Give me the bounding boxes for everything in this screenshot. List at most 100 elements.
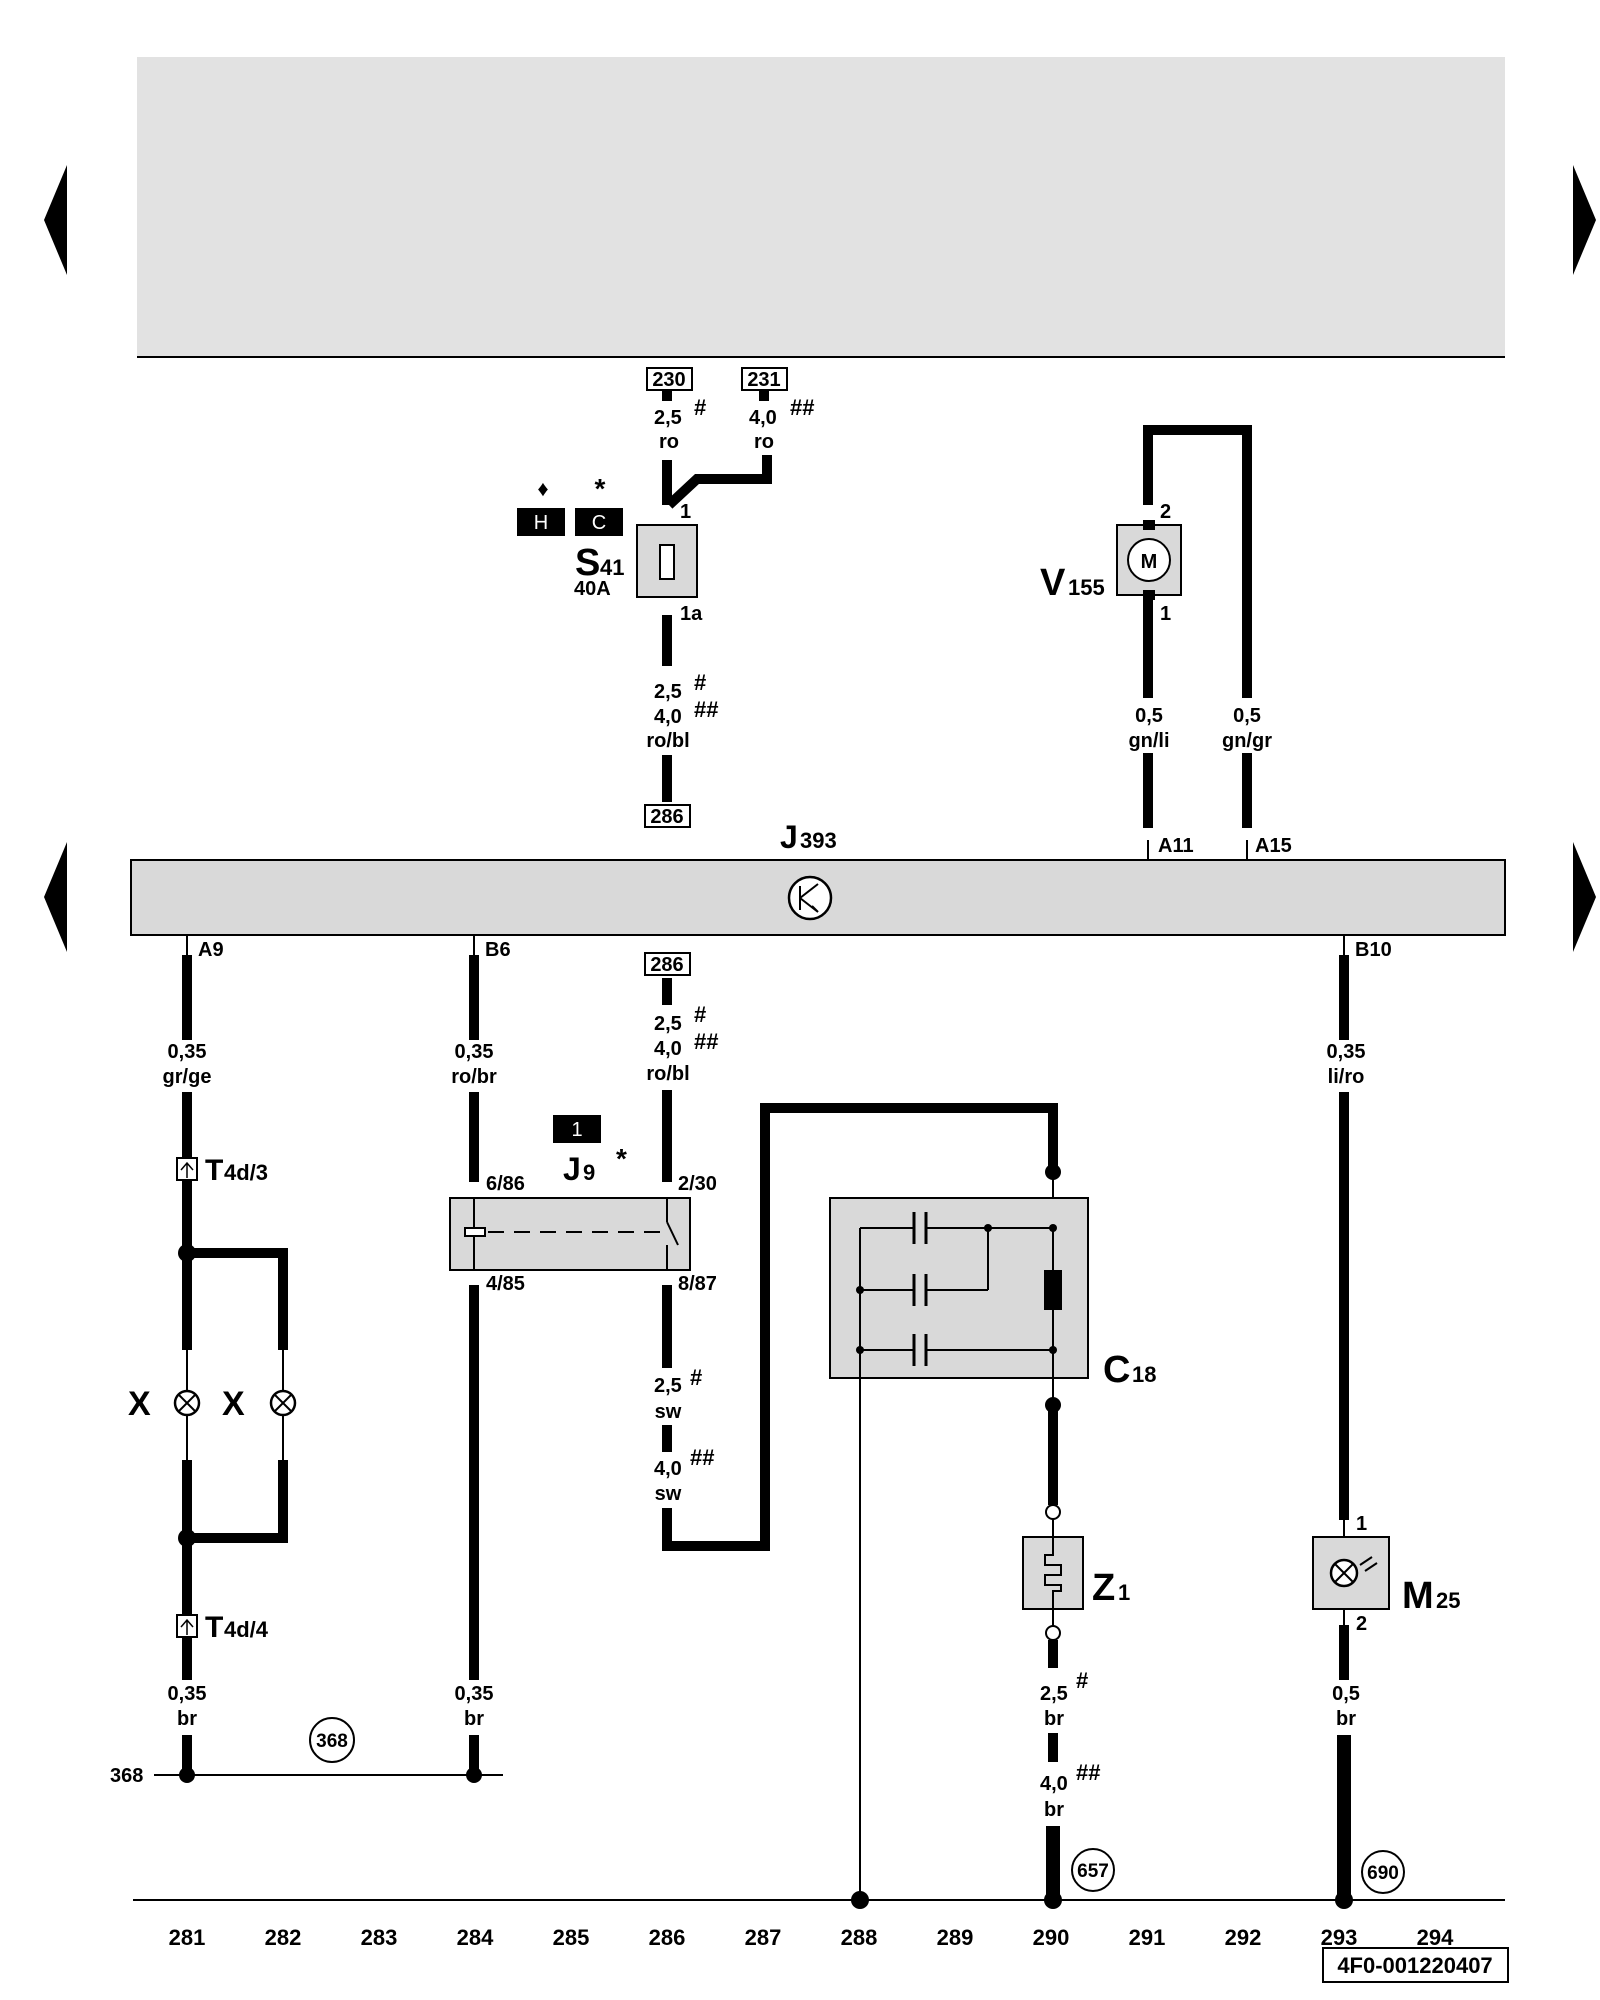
header-gray-area [137, 57, 1505, 357]
motor-icon [1127, 538, 1171, 582]
wire-286-color: ro/bl [646, 1063, 689, 1085]
ref-286-bottom-label: 286 [650, 954, 683, 976]
row-prev-arrow-icon[interactable] [44, 842, 67, 952]
wire-284-color: br [464, 1708, 484, 1730]
wire-z1b-color: br [1044, 1799, 1064, 1821]
pin-j9-485: 4/85 [486, 1273, 525, 1295]
column-number: 282 [265, 1925, 302, 1950]
wire-230-color: ro [659, 431, 679, 453]
wire-b6-size: 0,35 [455, 1041, 494, 1063]
ref-231-label: 231 [747, 369, 780, 391]
page-next-arrow-icon[interactable] [1573, 165, 1596, 275]
row-next-arrow-icon[interactable] [1573, 842, 1596, 952]
wire-v1-size: 0,5 [1135, 705, 1163, 727]
page-prev-arrow-icon[interactable] [44, 165, 67, 275]
wire-lamp-branch-top [187, 1248, 288, 1350]
wire-v1-color: gn/li [1128, 730, 1169, 752]
wire-m25-color: br [1336, 1708, 1356, 1730]
z1-top-terminal [1045, 1504, 1061, 1520]
wire-286-size1: 2,5 [654, 1013, 682, 1035]
lamp-x2-label: X [222, 1385, 245, 1423]
wire-231-stub [759, 391, 769, 401]
column-number: 286 [649, 1925, 686, 1950]
pin-j9-887: 8/87 [678, 1273, 717, 1295]
ref-circle-657 [1071, 1848, 1115, 1892]
pin-v155-1: 1 [1160, 603, 1171, 625]
badge-one [553, 1115, 601, 1143]
column-number: 292 [1225, 1925, 1262, 1950]
wire-230-size: 2,5 [654, 407, 682, 429]
j393-sub: 393 [800, 828, 837, 853]
wire-286-mark1: # [694, 1002, 706, 1027]
connector-t4d3-glyph [180, 1161, 194, 1178]
motor-v155-top-terminal [1143, 520, 1155, 530]
capacitor-plates [912, 1212, 928, 1366]
pin-v155-2: 2 [1160, 501, 1171, 523]
column-number: 281 [169, 1925, 206, 1950]
wire-j9a-color: sw [655, 1401, 682, 1423]
pin-a11: A11 [1158, 835, 1194, 857]
wire-z1a-mark: # [1076, 1668, 1088, 1693]
column-number: 288 [841, 1925, 878, 1950]
wire-230-stub [662, 391, 672, 401]
wire-j9a-mark: # [690, 1365, 702, 1390]
j393-letter: J [780, 819, 798, 855]
wire-j9b-size: 4,0 [654, 1458, 682, 1480]
wire-z1a-size: 2,5 [1040, 1683, 1068, 1705]
connector-t4d4-glyph [180, 1618, 194, 1635]
wire-z1b-size: 4,0 [1040, 1773, 1068, 1795]
ref-box-231 [741, 367, 788, 391]
pin-m25-1: 1 [1356, 1513, 1367, 1535]
s41-sub: 41 [600, 555, 624, 580]
ref-box-230 [646, 367, 693, 391]
badge-diamond: ♦ [537, 476, 548, 501]
motor-v155-bottom-terminal [1143, 590, 1155, 600]
wire-b10-color: li/ro [1328, 1066, 1365, 1088]
lamp-m25-cross [1334, 1563, 1354, 1583]
wire-s41-mark2: ## [694, 697, 718, 722]
t4d3-letter: T [205, 1154, 223, 1187]
wire-v155-label-bg [1115, 698, 1183, 753]
diagram-id-box [1322, 1947, 1509, 1983]
wire-231-size: 4,0 [749, 407, 777, 429]
wire-s41-color: ro/bl [646, 730, 689, 752]
m25-letter: M [1402, 1575, 1434, 1617]
pin-a15: A15 [1255, 835, 1292, 857]
pin-s41-1a: 1a [680, 603, 703, 625]
column-number: 287 [745, 1925, 782, 1950]
pin-j9-230: 2/30 [678, 1173, 717, 1195]
badge-star-j9: * [616, 1143, 627, 1174]
ref-box-286-top [644, 804, 691, 828]
junction-368-a [179, 1767, 195, 1783]
z1-sub: 1 [1118, 1580, 1130, 1605]
column-number: 289 [937, 1925, 974, 1950]
pin-b10: B10 [1355, 939, 1392, 961]
wire-s41-size1: 2,5 [654, 681, 682, 703]
junction-lamp-bottom [178, 1529, 196, 1547]
badge-star-s41: * [595, 473, 606, 504]
control-unit-icon [787, 875, 833, 921]
ref-230-label: 230 [652, 369, 685, 391]
v155-letter: V [1040, 562, 1066, 604]
cap-plate-gap-3 [913, 1332, 927, 1368]
wire-v155-loop [1143, 425, 1252, 840]
relay-j9-switch-blade [666, 1221, 679, 1246]
j9-sub: 9 [583, 1160, 595, 1185]
badge-c-label: C [592, 512, 606, 534]
c18-letter: C [1103, 1349, 1130, 1391]
ref-368-label: 368 [316, 1731, 348, 1752]
lamp-x1-cross [178, 1394, 196, 1412]
ground-368-label: 368 [110, 1765, 143, 1787]
z1-letter: Z [1092, 1567, 1115, 1609]
junction-lamp-top [178, 1244, 196, 1262]
lamp-m25-rays [1359, 1556, 1378, 1572]
column-number: 293 [1321, 1925, 1358, 1950]
ref-circle-690 [1361, 1850, 1405, 1894]
s41-rating: 40A [574, 578, 611, 600]
wire-j9a-size: 2,5 [654, 1375, 682, 1397]
c18-sub: 18 [1132, 1362, 1156, 1387]
wire-t4-color: br [177, 1708, 197, 1730]
s41-letter: S [575, 542, 600, 584]
